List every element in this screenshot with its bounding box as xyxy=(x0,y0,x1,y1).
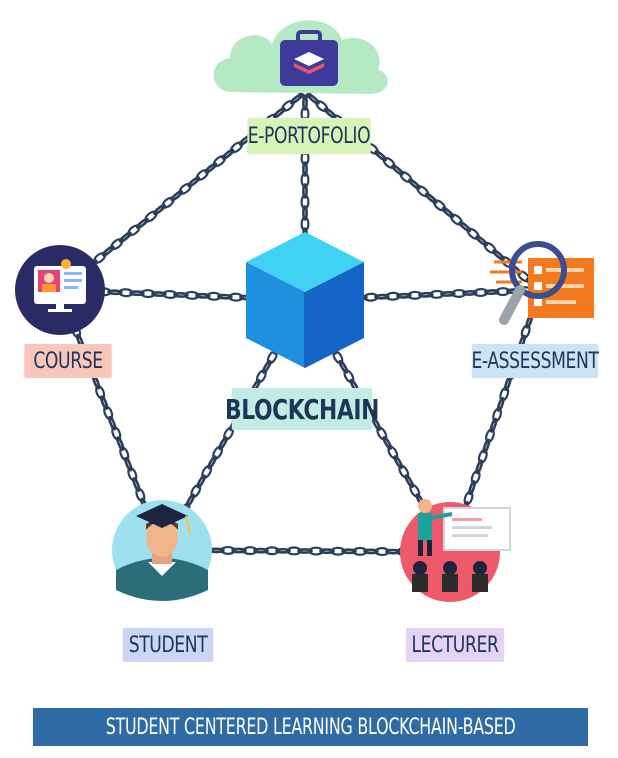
chain-link xyxy=(108,415,117,431)
chain-link xyxy=(393,455,404,470)
chain-link xyxy=(116,436,125,451)
chain-link xyxy=(319,548,335,555)
chain-link xyxy=(418,291,434,298)
online-course-monitor-icon xyxy=(15,245,105,335)
chain-link xyxy=(204,162,218,174)
chain-link xyxy=(100,395,109,411)
presenter-icon xyxy=(400,499,511,602)
chain-link xyxy=(404,474,415,489)
chain-link xyxy=(440,290,456,297)
eassessment-label: E-ASSESSMENT xyxy=(471,344,599,378)
chain-link xyxy=(170,190,184,202)
eportfolio-label: E-PORTOFOLIO xyxy=(247,118,371,154)
chain-link xyxy=(458,221,472,233)
chain-link xyxy=(441,206,455,219)
chain-link xyxy=(231,547,247,554)
checklist-magnifier-icon xyxy=(490,241,594,325)
chain-link xyxy=(496,396,505,412)
chain-link xyxy=(289,93,303,105)
chain-link xyxy=(371,416,382,431)
chain-link xyxy=(424,192,438,204)
chain-link xyxy=(107,289,123,296)
chain-link xyxy=(101,245,115,257)
blockchain-label: BLOCKCHAIN xyxy=(225,388,379,430)
chain-link xyxy=(124,456,133,472)
graduate-avatar-icon xyxy=(112,500,212,601)
chain-link xyxy=(302,183,308,199)
title-banner: STUDENT CENTERED LEARNING BLOCKCHAIN-BAS… xyxy=(33,708,588,746)
chain-link xyxy=(462,290,478,296)
chain-link xyxy=(484,289,500,295)
chain-link xyxy=(302,161,308,177)
chain-link xyxy=(396,292,412,299)
lecturer-label: LECTURER xyxy=(405,628,505,662)
chain-link xyxy=(341,548,357,555)
chain-link xyxy=(185,493,196,508)
course-label: COURSE xyxy=(24,344,112,378)
chain-link xyxy=(151,291,167,297)
chain-link xyxy=(338,359,349,374)
chain-link xyxy=(385,548,401,555)
chain-link xyxy=(323,107,337,119)
chain-link xyxy=(218,436,228,451)
chain-link xyxy=(187,176,201,188)
chain-link xyxy=(302,95,308,111)
chain-link xyxy=(217,293,233,300)
chain-link xyxy=(374,150,388,162)
cube-icon xyxy=(246,232,364,368)
chain-link xyxy=(302,205,308,221)
chain-link xyxy=(153,203,167,216)
chain-link xyxy=(195,292,211,299)
chain-link xyxy=(275,547,291,554)
briefcase-cloud-icon xyxy=(213,20,388,94)
chain-link xyxy=(118,231,132,243)
chain-link xyxy=(492,249,505,261)
chain-link xyxy=(207,455,217,470)
chain-link xyxy=(363,548,379,555)
chain-link xyxy=(129,290,145,297)
chain-link xyxy=(272,107,286,119)
chain-link xyxy=(173,292,189,298)
chain-link xyxy=(475,459,484,475)
chain-link xyxy=(382,436,393,451)
chain-link xyxy=(221,148,235,160)
chain-link xyxy=(407,178,421,190)
chain-link xyxy=(468,480,476,496)
chain-link xyxy=(374,293,390,300)
chain-link xyxy=(307,93,320,105)
chain-link xyxy=(475,235,489,247)
chain-link xyxy=(391,164,404,176)
chain-link xyxy=(261,359,272,374)
chain-link xyxy=(482,438,491,454)
student-label: STUDENT xyxy=(122,628,214,662)
chain-link xyxy=(297,548,313,554)
chain-link xyxy=(135,217,149,229)
banner-title: STUDENT CENTERED LEARNING BLOCKCHAIN-BAS… xyxy=(105,714,516,740)
chain-link xyxy=(196,474,207,489)
chain-link xyxy=(489,417,498,433)
chain-link xyxy=(253,547,269,554)
